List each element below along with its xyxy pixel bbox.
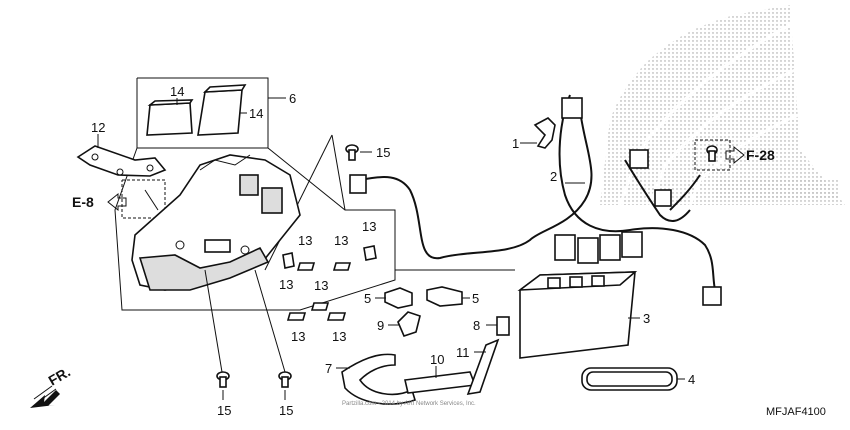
callout-6: 6 [289,91,296,106]
bolt-e8 [144,189,159,211]
part-f28-screw [694,139,731,171]
direction-label: FR. [46,363,74,388]
leader-bolt-right [254,269,286,373]
part-15-bolt-right [278,371,292,388]
part-4-gasket [581,367,678,391]
ref-f28[interactable]: F-28 [746,147,775,163]
callout-13-d: 13 [279,277,293,292]
callout-13-a: 13 [298,233,312,248]
part-15-bolt-left [216,371,230,388]
callout-10: 10 [430,352,444,367]
callout-8: 8 [473,318,480,333]
callout-5-right: 5 [472,291,479,306]
part-7-protector [341,353,416,405]
fr-arrow-icon [30,385,60,408]
callout-4: 4 [688,372,695,387]
outline-diag-right [331,134,346,211]
ref-e8[interactable]: E-8 [72,194,94,210]
diagram-code: MFJAF4100 [766,406,826,418]
callout-15-bl: 15 [217,403,231,418]
outline-diag-left [264,134,333,271]
part-3-ecu [517,271,638,359]
callout-13-b: 13 [334,233,348,248]
callout-13-e: 13 [314,278,328,293]
callout-12: 12 [91,120,105,135]
leader-bolt-left [204,269,223,373]
callout-5-left: 5 [364,291,371,306]
part-10-tape [404,371,477,394]
callout-11: 11 [456,345,470,360]
callout-15-br: 15 [279,403,293,418]
part-1-clip [533,117,556,149]
part-14-pad-right [197,84,247,136]
outline-housing-right [267,147,396,270]
callout-3: 3 [643,311,650,326]
part-13-clips [282,245,377,321]
callout-13-c: 13 [362,219,376,234]
part-12-bracket [76,145,167,177]
callout-7: 7 [325,361,332,376]
part-14-pad-left [146,99,194,136]
callout-15-top: 15 [376,145,390,160]
callout-13-f: 13 [291,329,305,344]
callout-9: 9 [377,318,384,333]
part-9-holder [397,311,421,337]
box-e8-area [121,179,166,219]
wing-logo-icon [600,5,845,206]
part-8-grommet [496,316,510,336]
part-5-connector-right [426,286,463,307]
outline-arrow-icon [107,192,127,212]
part-15-bolt-top [345,144,359,161]
callout-2: 2 [550,169,557,184]
outline-arrow-icon-f28 [725,145,745,165]
callout-14-left: 14 [170,84,184,99]
part-5-connector-left [384,287,413,309]
callout-13-g: 13 [332,329,346,344]
part-2-wire-harness [349,94,722,306]
callout-14-right: 14 [249,106,263,121]
callout-1: 1 [512,136,519,151]
part-housing-tray [131,154,301,291]
copyright-text: Partzilla.com - 2014 by ARI Network Serv… [342,401,476,407]
part-11-band [466,338,500,396]
